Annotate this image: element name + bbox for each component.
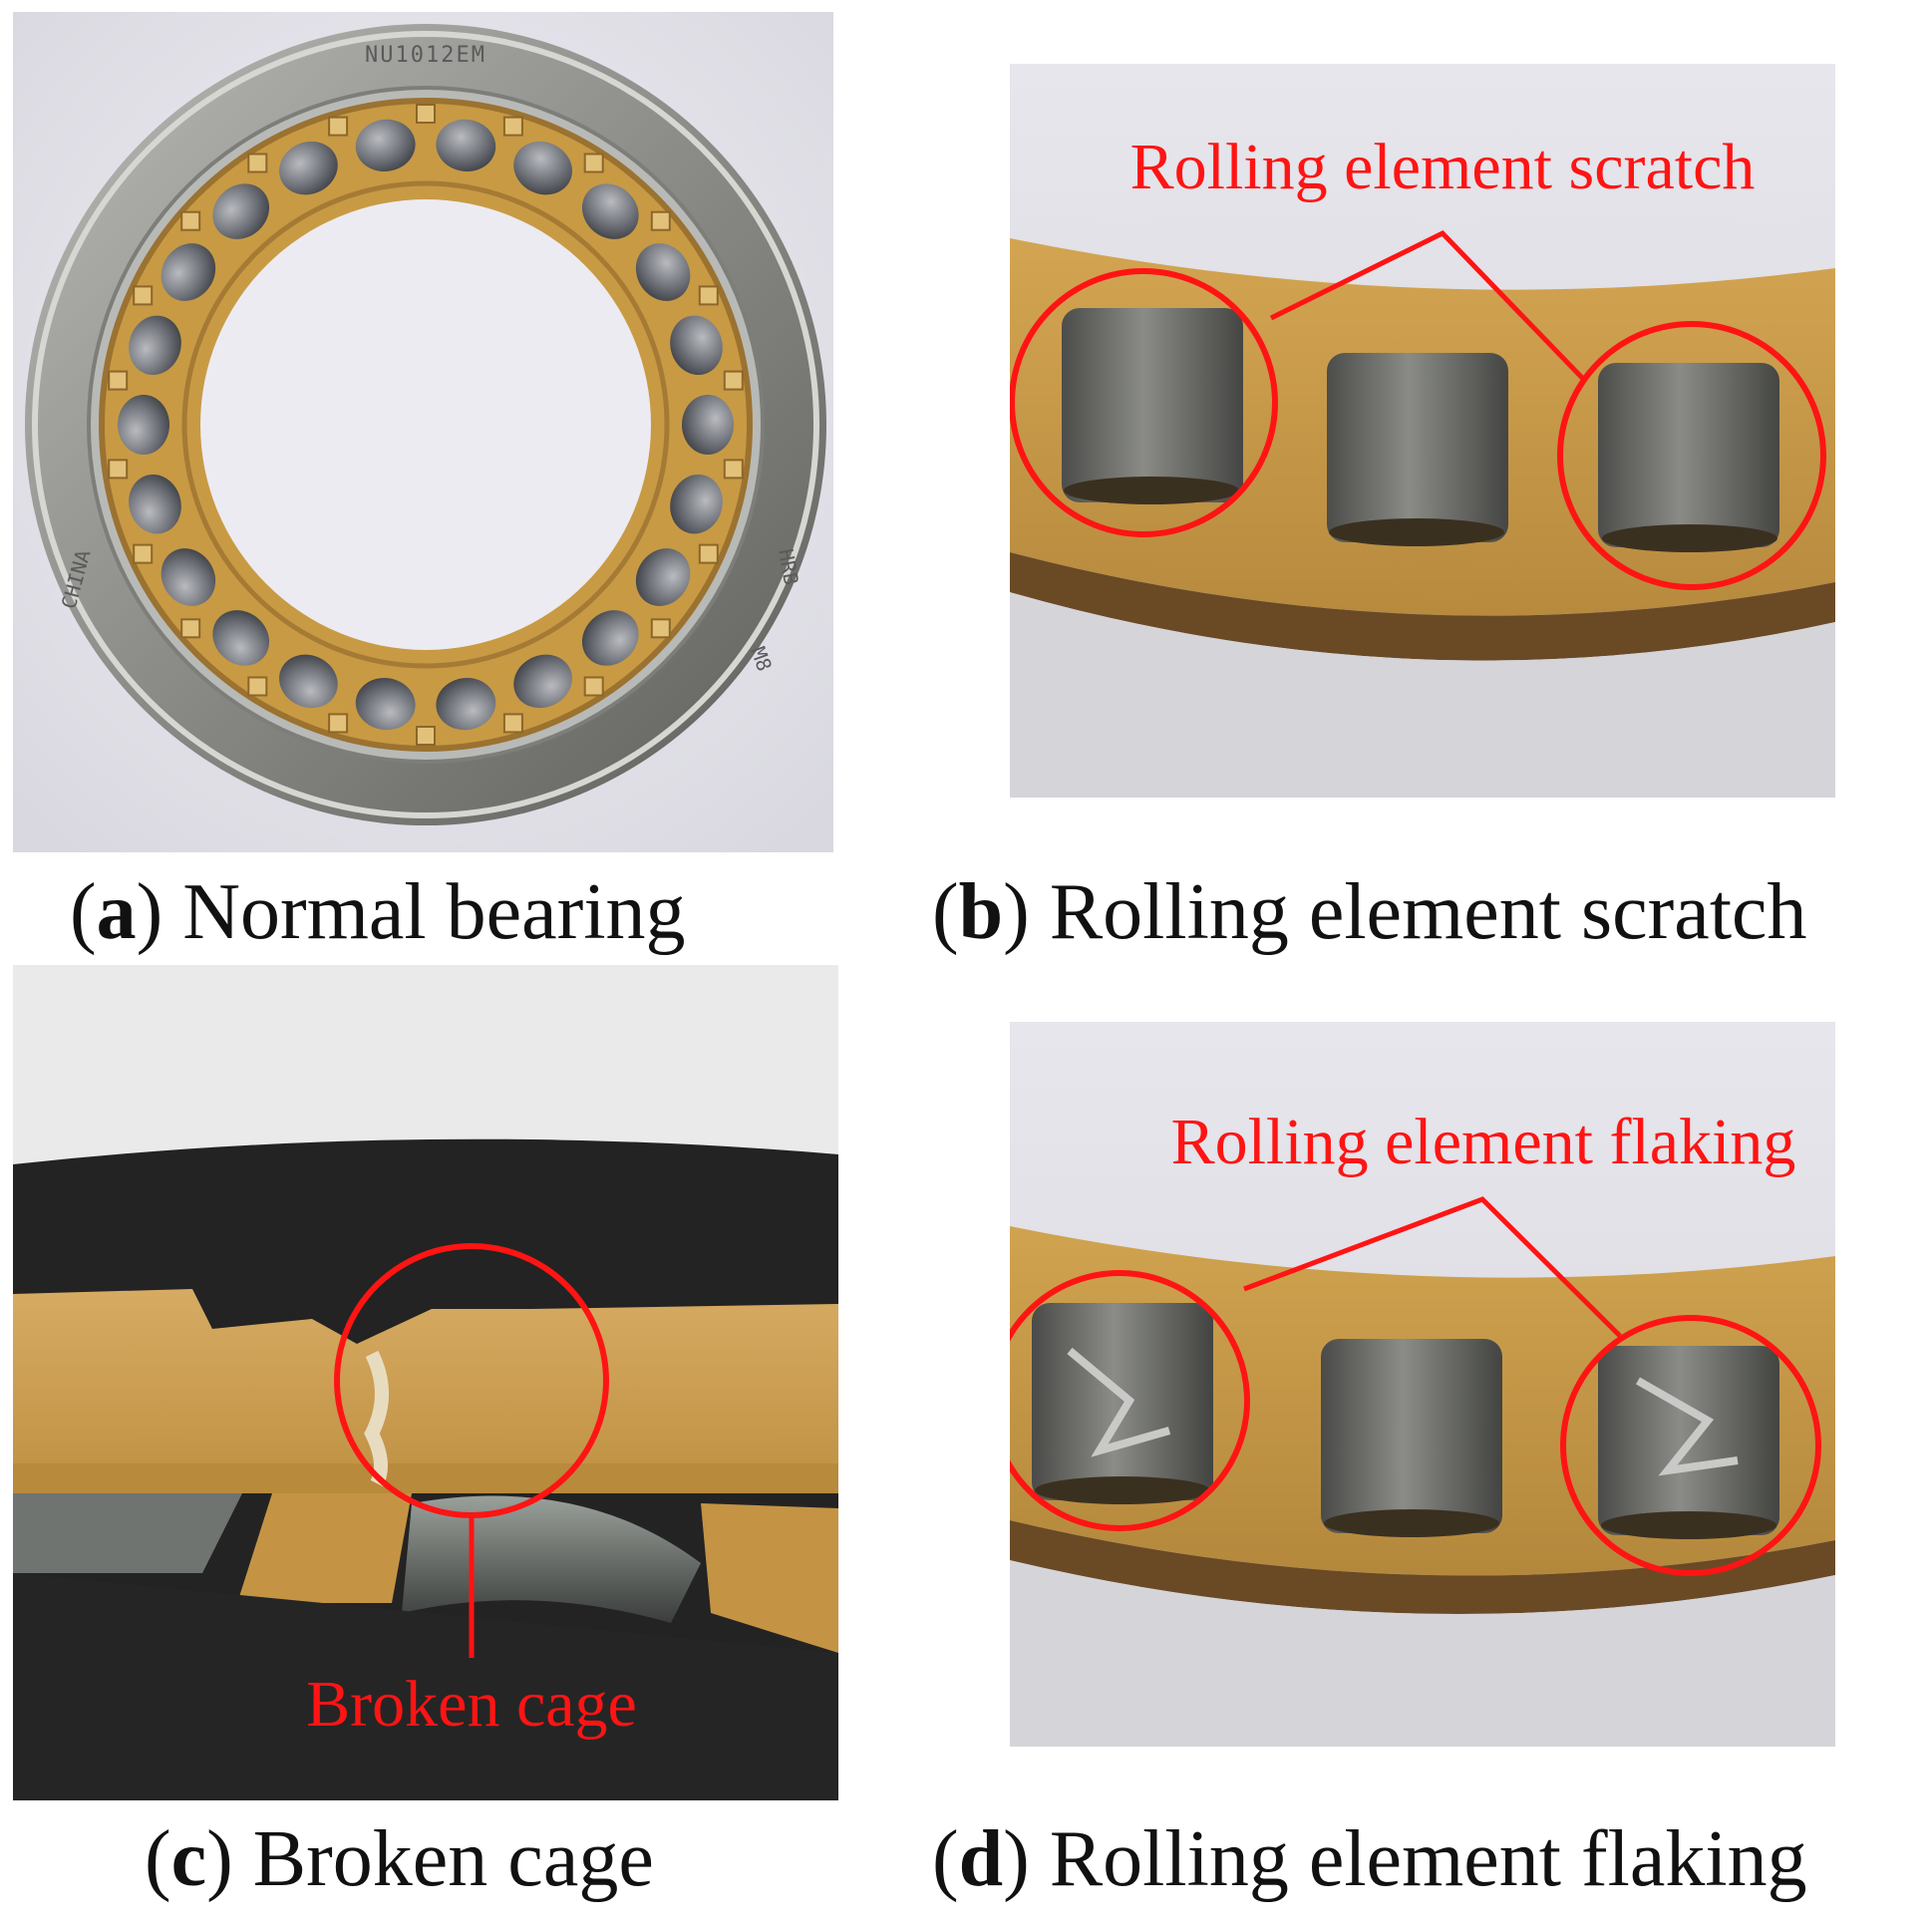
cage-rivet bbox=[502, 713, 523, 734]
roller bbox=[635, 243, 691, 301]
cage-rivet bbox=[698, 285, 719, 306]
annotation-leader-line bbox=[1243, 1196, 1622, 1338]
roller bbox=[513, 654, 572, 709]
caption-d-letter: d bbox=[958, 1815, 1004, 1903]
highlight-circle-right bbox=[1557, 321, 1826, 590]
highlight-circle-right bbox=[1560, 1315, 1821, 1576]
roller bbox=[279, 141, 338, 195]
flaking-image: Rolling element flaking bbox=[1010, 1022, 1835, 1747]
cage-rivet bbox=[247, 676, 268, 697]
roller bbox=[682, 395, 734, 455]
caption-c-text: Broken cage bbox=[252, 1815, 654, 1903]
roller bbox=[129, 474, 181, 534]
cage-rivet bbox=[108, 370, 129, 391]
roller bbox=[129, 315, 181, 376]
cage-rivet bbox=[108, 459, 129, 480]
caption-a: (a) Normal bearing bbox=[70, 868, 686, 956]
roller bbox=[161, 548, 216, 606]
cage-rivet bbox=[698, 543, 719, 564]
panel-c-photo: Broken cage bbox=[13, 965, 838, 1800]
cage-rivet bbox=[502, 116, 523, 137]
annotation-rolling-element-flaking: Rolling element flaking bbox=[1171, 1106, 1796, 1178]
cage-rivet bbox=[723, 459, 744, 480]
cage-rivet bbox=[416, 104, 436, 124]
roller bbox=[279, 654, 338, 709]
annotation-broken-cage: Broken cage bbox=[306, 1668, 637, 1741]
roller bbox=[118, 395, 169, 455]
cage-rivet bbox=[416, 726, 436, 746]
cage-rivet bbox=[133, 543, 154, 564]
roller bbox=[581, 610, 639, 666]
annotation-rolling-element-scratch: Rolling element scratch bbox=[1130, 131, 1756, 203]
caption-a-letter: a bbox=[96, 868, 137, 956]
caption-c-letter: c bbox=[170, 1815, 207, 1903]
broken-cage-image: Broken cage bbox=[13, 965, 838, 1800]
cage-rivet bbox=[583, 676, 604, 697]
roller bbox=[436, 119, 496, 171]
caption-c: (c) Broken cage bbox=[145, 1815, 654, 1903]
panel-d-photo: Rolling element flaking bbox=[1010, 1022, 1835, 1747]
highlight-circle-left bbox=[1010, 268, 1278, 537]
roller bbox=[581, 183, 639, 239]
caption-b-text: Rolling element scratch bbox=[1049, 868, 1807, 956]
cage-rivet bbox=[180, 618, 201, 639]
caption-a-text: Normal bearing bbox=[182, 868, 686, 956]
cage-rivet bbox=[328, 713, 349, 734]
cage-rivet bbox=[583, 153, 604, 173]
cage-rivet bbox=[650, 210, 671, 231]
caption-b-letter: b bbox=[958, 868, 1004, 956]
roller bbox=[355, 678, 416, 731]
panel-b-photo: Rolling element scratch bbox=[1010, 64, 1835, 798]
cage-rivet bbox=[723, 370, 744, 391]
cage-rivet bbox=[180, 210, 201, 231]
roller bbox=[513, 141, 572, 195]
roller bbox=[161, 243, 216, 301]
cage-rivet bbox=[247, 153, 268, 173]
roller bbox=[436, 678, 496, 731]
panel-a-photo: NU1012EM CHINA HRB M8 bbox=[13, 12, 833, 852]
cage-rivet bbox=[133, 285, 154, 306]
roller bbox=[355, 119, 416, 171]
cage-rivet bbox=[650, 618, 671, 639]
roller bbox=[635, 548, 691, 606]
highlight-circle-left bbox=[1010, 1270, 1250, 1531]
caption-b: (b) Rolling element scratch bbox=[932, 868, 1807, 956]
caption-d-text: Rolling element flaking bbox=[1049, 1815, 1807, 1903]
scratch-image: Rolling element scratch bbox=[1010, 64, 1835, 798]
roller bbox=[212, 183, 270, 239]
roller bbox=[212, 610, 270, 666]
roller bbox=[670, 474, 723, 534]
caption-d: (d) Rolling element flaking bbox=[932, 1815, 1807, 1903]
normal-bearing-image: NU1012EM CHINA HRB M8 bbox=[13, 12, 833, 852]
annotation-leader-line bbox=[1269, 229, 1587, 383]
roller bbox=[670, 315, 723, 376]
cage-rivet bbox=[328, 116, 349, 137]
bearing-marking-top: NU1012EM bbox=[365, 43, 486, 68]
